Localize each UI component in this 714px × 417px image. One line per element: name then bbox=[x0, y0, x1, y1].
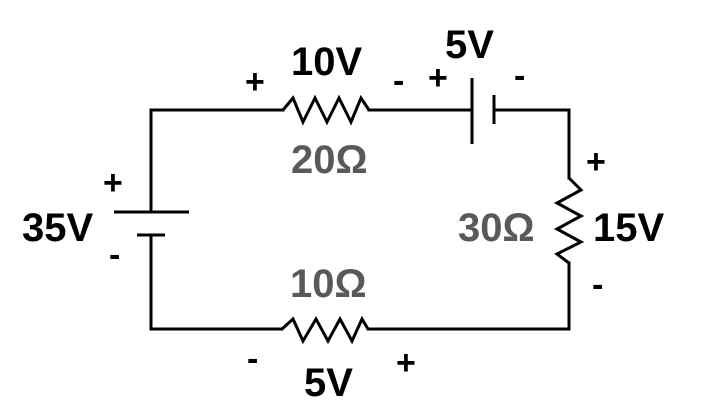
resistor-bottom-resistance-label: 10Ω bbox=[290, 262, 367, 306]
wire-top-right bbox=[492, 108, 571, 180]
source-top-voltage-label: 5V bbox=[445, 23, 494, 67]
resistor-right-voltage-label: 15V bbox=[593, 206, 664, 250]
resistor-right-zigzag bbox=[553, 176, 585, 265]
wire-left-top bbox=[149, 108, 285, 214]
source-main-plus-sign: + bbox=[103, 164, 123, 202]
resistor-top-voltage-label: 10V bbox=[291, 40, 362, 84]
resistor-bottom-zigzag bbox=[280, 315, 370, 345]
source-top-minus-sign: - bbox=[514, 57, 525, 95]
resistor-right-minus-sign: - bbox=[592, 266, 603, 304]
resistor-top-resistance-label: 20Ω bbox=[291, 138, 368, 182]
resistor-bottom-plus-sign: + bbox=[396, 344, 416, 382]
resistor-bottom-voltage-label: 5V bbox=[304, 361, 353, 405]
resistor-top-minus-sign: - bbox=[393, 62, 404, 100]
resistor-right-plus-sign: + bbox=[586, 143, 606, 181]
source-main-voltage-label: 35V bbox=[22, 206, 93, 250]
wire-bottom-left bbox=[149, 233, 284, 331]
resistor-right-resistance-label: 30Ω bbox=[458, 206, 535, 250]
source-top-plus-sign: + bbox=[428, 59, 448, 97]
resistor-bottom-minus-sign: - bbox=[247, 340, 258, 378]
resistor-top-zigzag bbox=[281, 94, 371, 126]
wire-right-bottom bbox=[366, 261, 571, 331]
source-main-minus-sign: - bbox=[109, 236, 120, 274]
resistor-top-plus-sign: + bbox=[245, 63, 265, 101]
